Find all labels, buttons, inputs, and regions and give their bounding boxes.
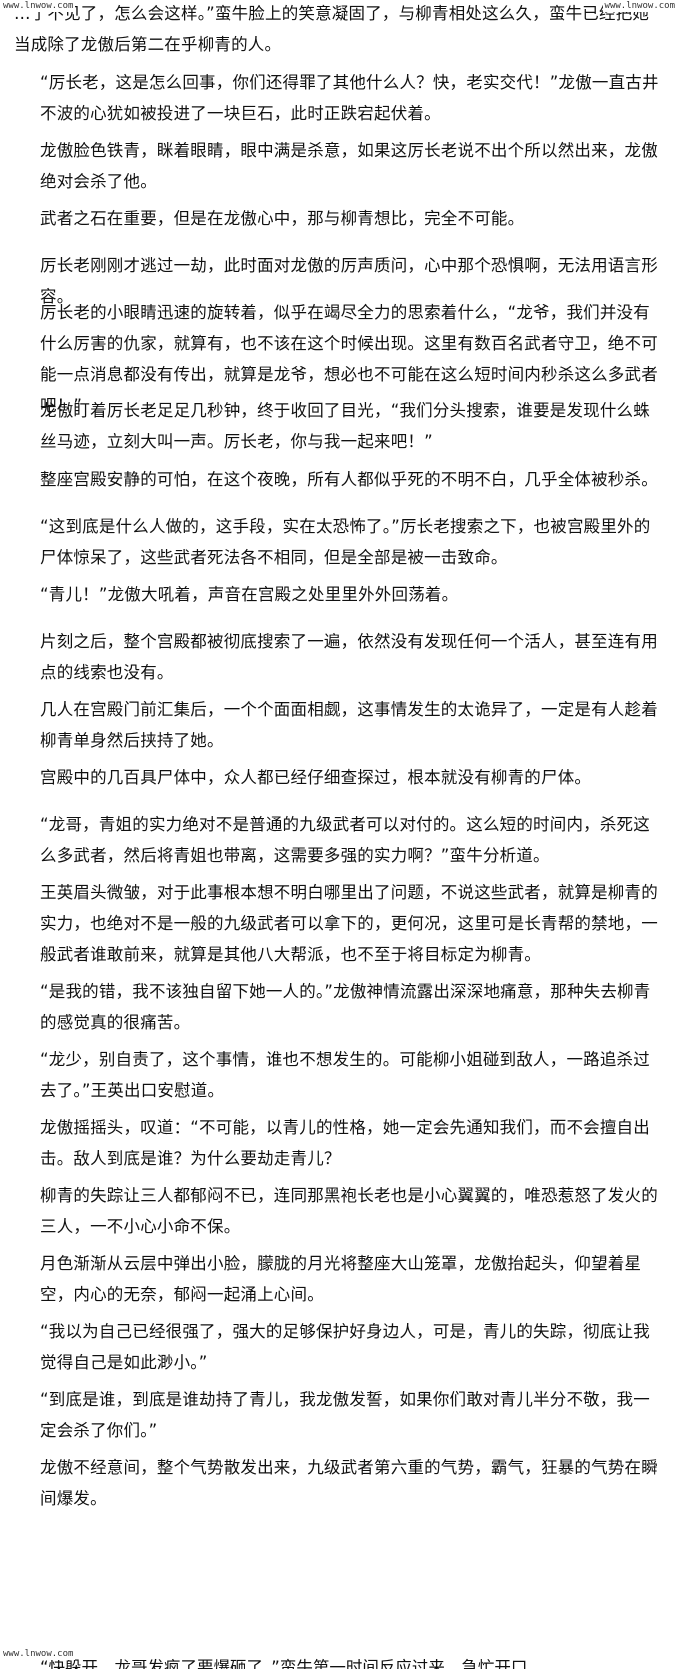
paragraph-12: 几人在宫殿门前汇集后，一个个面面相觑，这事情发生的太诡异了，一定是有人趁着柳青单…: [40, 700, 658, 750]
cut-off-paragraph: “快躲开，龙哥发疯了要爆砸了。”蛮牛第一时间反应过来，急忙开口…: [40, 1652, 664, 1669]
watermark-bottom-left: www.lnwow.com: [1, 1649, 76, 1660]
paragraph-17: “龙少，别自责了，这个事情，谁也不想发生的。可能柳小姐碰到敌人，一路追杀过去了。…: [40, 1050, 650, 1100]
paragraph-11: 片刻之后，整个宫殿都被彻底搜索了一遍，依然没有发现任何一个活人，甚至连有用点的线…: [40, 632, 658, 682]
paragraph-3: 龙傲脸色铁青，眯着眼睛，眼中满是杀意，如果这厉长老说不出个所以然出来，龙傲绝对会…: [40, 141, 658, 191]
paragraph-14: “龙哥，青姐的实力绝对不是普通的九级武者可以对付的。这么短的时间内，杀死这么多武…: [40, 815, 650, 865]
paragraph-4: 武者之石在重要，但是在龙傲心中，那与柳青想比，完全不可能。: [40, 209, 525, 228]
paragraph-10: “青儿！”龙傲大吼着，声音在宫殿之处里里外外回荡着。: [40, 585, 459, 604]
paragraph-1: …了不见了，怎么会这样。”蛮牛脸上的笑意凝固了，与柳青相处这么久，蛮牛已经把她当…: [14, 4, 650, 54]
paragraph-5: 厉长老刚刚才逃过一劫，此时面对龙傲的厉声质问，心中那个恐惧啊，无法用语言形容。: [40, 256, 658, 306]
paragraph-21: “我以为自己已经很强了，强大的足够保护好身边人，可是，青儿的失踪，彻底让我觉得自…: [40, 1322, 650, 1372]
paragraph-16: “是我的错，我不该独自留下她一人的。”龙傲神情流露出深深地痛意，那种失去柳青的感…: [40, 982, 651, 1032]
watermark-top-left: www.lnwow.com: [1, 1, 76, 12]
paragraph-9: “这到底是什么人做的，这手段，实在太恐怖了。”厉长老搜索之下，也被宫殿里外的尸体…: [40, 517, 651, 567]
paragraph-13: 宫殿中的几百具尸体中，众人都已经仔细查探过，根本就没有柳青的尸体。: [40, 768, 592, 787]
paragraph-15: 王英眉头微皱，对于此事根本想不明白哪里出了问题，不说这些武者，就算是柳青的实力，…: [40, 883, 658, 964]
watermark-top-right: www.lnwow.com: [602, 1, 677, 12]
cut-off-paragraph-text: “快躲开，龙哥发疯了要爆砸了。”蛮牛第一时间反应过来，急忙开口…: [40, 1658, 544, 1669]
paragraph-22: “到底是谁，到底是谁劫持了青儿，我龙傲发誓，如果你们敢对青儿半分不敬，我一定会杀…: [40, 1390, 650, 1440]
paragraph-23: 龙傲不经意间，整个气势散发出来，九级武者第六重的气势，霸气，狂暴的气势在瞬间爆发…: [40, 1458, 658, 1508]
paragraph-20: 月色渐渐从云层中弹出小脸，朦胧的月光将整座大山笼罩，龙傲抬起头，仰望着星空，内心…: [40, 1254, 642, 1304]
paragraph-18: 龙傲摇摇头，叹道：“不可能，以青儿的性格，她一定会先通知我们，而不会擅自出击。敌…: [40, 1118, 650, 1168]
paragraph-7: 龙傲盯着厉长老足足几秒钟，终于收回了目光，“我们分头搜索，谁要是发现什么蛛丝马迹…: [40, 401, 650, 451]
paragraph-8: 整座宫殿安静的可怕，在这个夜晚，所有人都似乎死的不明不白，几乎全体被秒杀。: [40, 470, 658, 489]
paragraph-2: “厉长老，这是怎么回事，你们还得罪了其他什么人？快，老实交代！”龙傲一直古井不波…: [40, 73, 659, 123]
paragraph-19: 柳青的失踪让三人都郁闷不已，连同那黑袍长老也是小心翼翼的，唯恐惹怒了发火的三人，…: [40, 1186, 658, 1236]
paragraph-6: 厉长老的小眼睛迅速的旋转着，似乎在竭尽全力的思索着什么，“龙爷，我们并没有什么厉…: [40, 303, 658, 415]
